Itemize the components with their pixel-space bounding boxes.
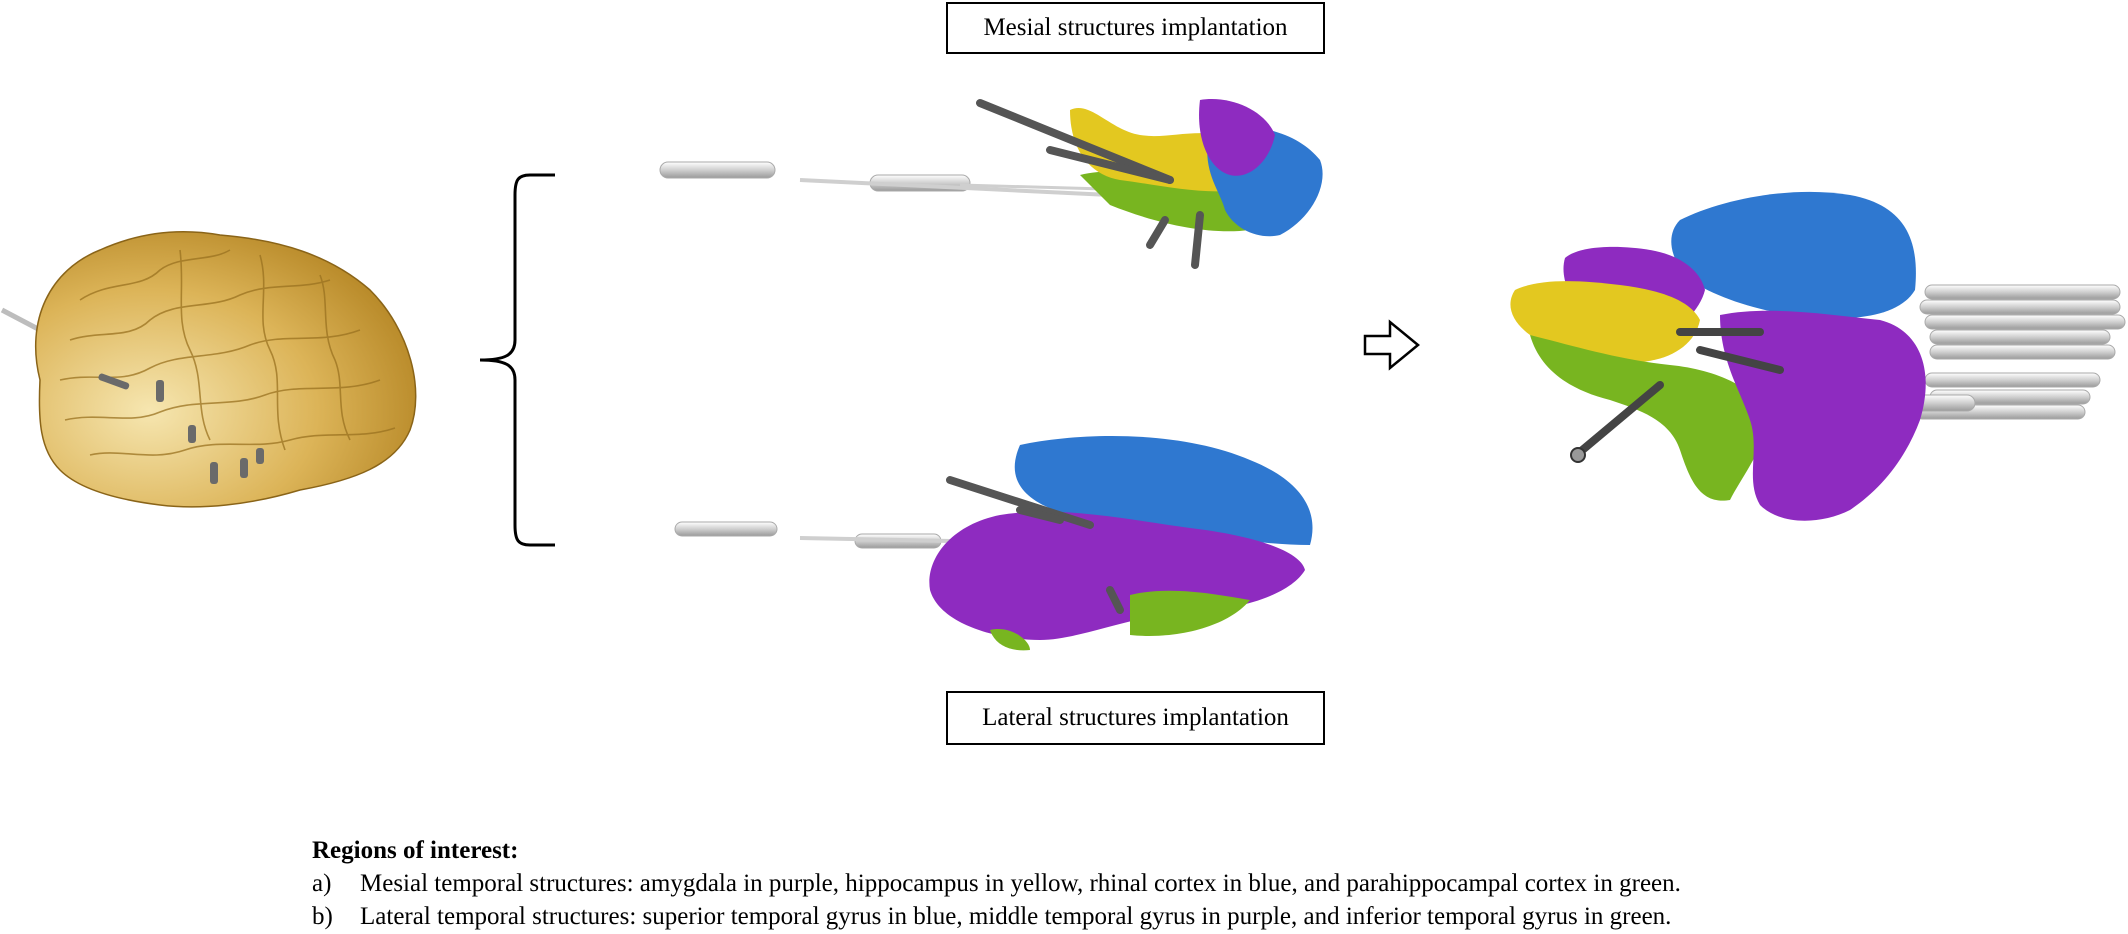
combined-green-region <box>1530 335 1770 501</box>
combined-depth-electrodes <box>1576 328 1784 456</box>
mesial-implantation-label: Mesial structures implantation <box>946 2 1325 54</box>
combined-blue-region <box>1671 191 1916 319</box>
brain-surface <box>34 231 417 508</box>
amygdala <box>1199 99 1275 176</box>
legend-item: b) Lateral temporal structures: superior… <box>312 900 1681 933</box>
legend-item-marker: b) <box>312 903 333 930</box>
mesial-depth-electrodes <box>976 99 1204 269</box>
lateral-depth-electrodes <box>946 476 1124 614</box>
mesial-implantation-text: Mesial structures implantation <box>983 14 1288 41</box>
lateral-implantation-label: Lateral structures implantation <box>946 691 1325 745</box>
brain-electrode-contacts <box>98 373 264 484</box>
legend-item-text: Mesial temporal structures: amygdala in … <box>360 870 1681 897</box>
mesial-structures-render <box>659 99 1323 269</box>
combined-purple-region-right <box>1720 310 1926 521</box>
regions-legend: Regions of interest: a) Mesial temporal … <box>312 834 1681 933</box>
legend-item-text: Lateral temporal structures: superior te… <box>360 903 1672 930</box>
lateral-implantation-text: Lateral structures implantation <box>982 704 1289 731</box>
brain-3d-render <box>0 231 417 508</box>
combined-structures-render <box>1510 191 2126 521</box>
combined-yellow-region <box>1510 281 1700 362</box>
grouping-brace <box>479 173 555 547</box>
lateral-electrode-tail <box>674 521 778 537</box>
inferior-temporal-gyrus <box>1130 590 1250 636</box>
legend-heading: Regions of interest: <box>312 837 519 864</box>
legend-item-marker: a) <box>312 870 332 897</box>
mesial-electrode-tail <box>659 161 776 179</box>
legend-item: a) Mesial temporal structures: amygdala … <box>312 867 1681 900</box>
lateral-structures-render <box>674 435 1313 651</box>
right-arrow-icon <box>1363 319 1420 371</box>
